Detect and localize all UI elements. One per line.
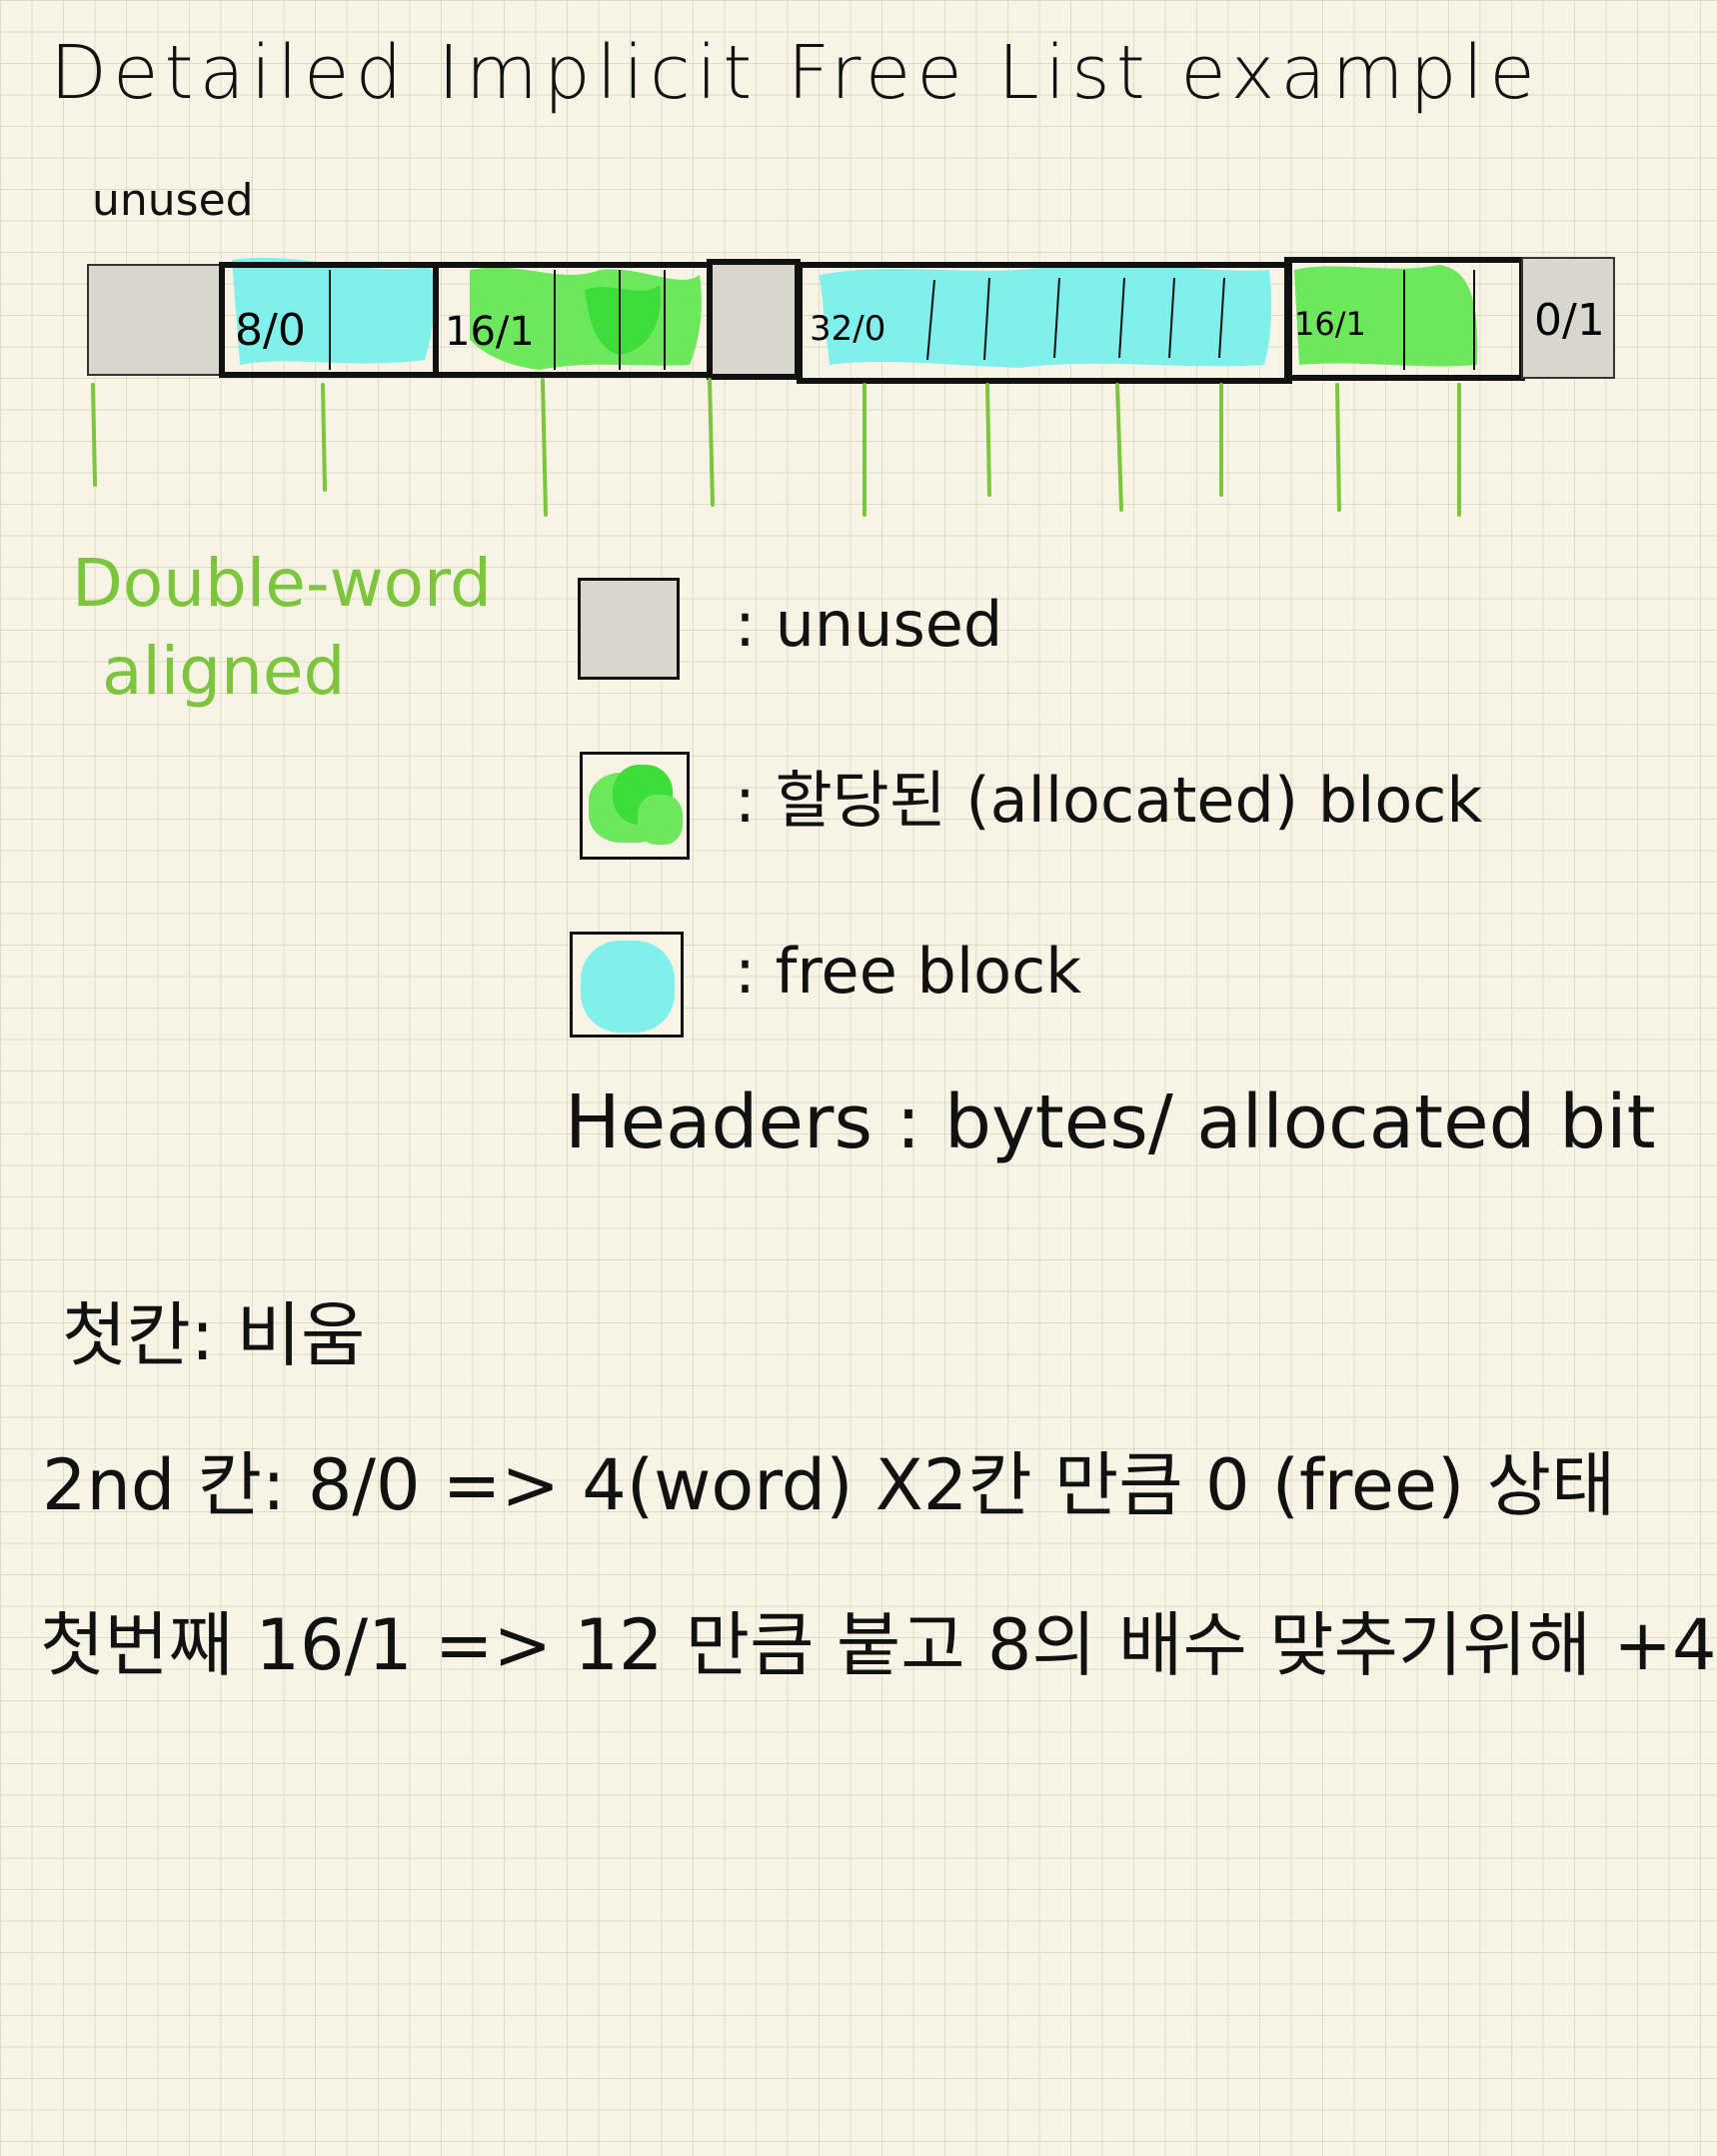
headers-note: Headers : bytes/ allocated bit xyxy=(565,1079,1656,1165)
header-label-3: 32/0 xyxy=(810,309,885,349)
note-first-cell: 첫칸: 비움 xyxy=(62,1294,366,1376)
padding-block xyxy=(707,259,801,380)
alignment-lines xyxy=(91,378,1461,517)
header-label-2: 16/1 xyxy=(445,309,535,355)
legend-allocated-swatch xyxy=(580,752,690,860)
legend-free-label: : free block xyxy=(735,935,1082,1008)
header-label-1: 8/0 xyxy=(235,305,306,356)
alignment-note: Double-word aligned xyxy=(72,540,492,716)
header-label-5: 0/1 xyxy=(1534,295,1605,346)
allocated-block-16a xyxy=(433,262,713,378)
legend-unused-swatch xyxy=(578,578,680,680)
heap-diagram: 8/0 16/1 32/0 16/1 0/1 xyxy=(87,257,1615,517)
page-title: Detailed Implicit Free List example xyxy=(50,30,1541,116)
header-label-4: 16/1 xyxy=(1294,305,1366,343)
epilogue-block xyxy=(1521,257,1615,379)
unused-block-start xyxy=(87,264,224,376)
unused-annotation: unused xyxy=(92,175,254,226)
alignment-note-line2: aligned xyxy=(102,633,346,710)
note-second-cell: 2nd 칸: 8/0 => 4(word) X2칸 만큼 0 (free) 상태 xyxy=(42,1444,1616,1526)
legend-free-swatch xyxy=(570,932,684,1038)
legend-allocated-label: : 할당된 (allocated) block xyxy=(735,764,1483,837)
legend-unused-label: : unused xyxy=(735,588,1003,661)
note-first-16: 첫번째 16/1 => 12 만큼 붙고 8의 배수 맞추기위해 +4 xyxy=(40,1604,1717,1686)
alignment-note-line1: Double-word xyxy=(72,545,492,622)
